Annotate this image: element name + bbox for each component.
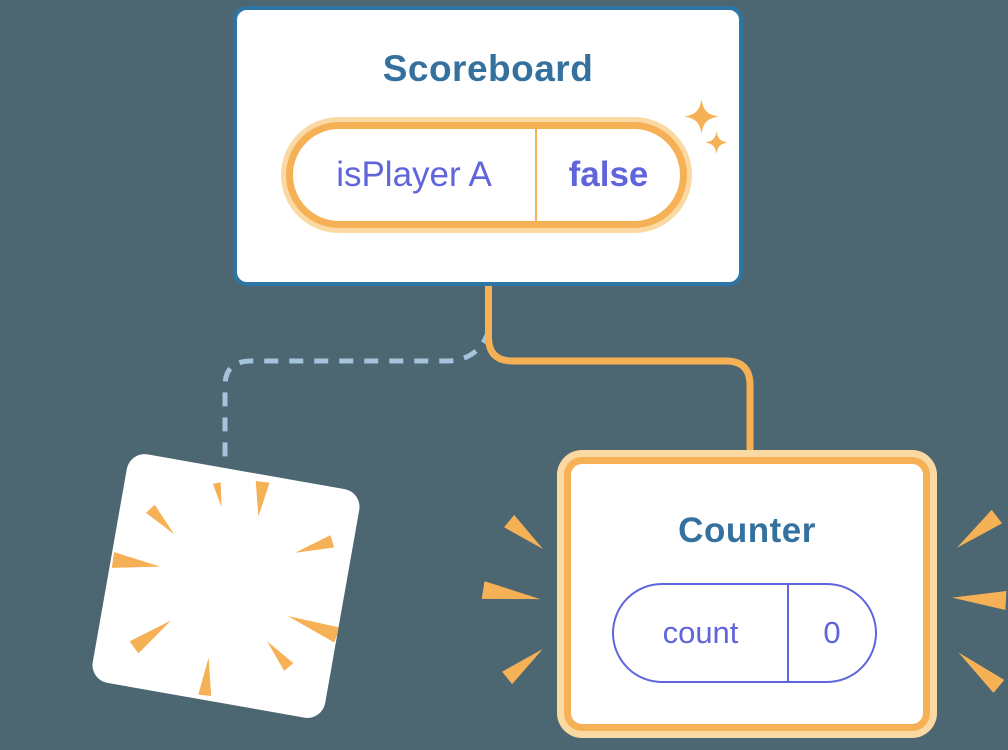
solid-connector-to-counter [485, 284, 754, 455]
scoreboard-state-pill: isPlayer A false [286, 122, 687, 228]
scoreboard-state-value: false [535, 129, 680, 221]
burst-ray-icon [285, 609, 340, 643]
sparkle-icon [684, 99, 719, 134]
burst-ray-icon [251, 481, 269, 517]
burst-ray-icon [112, 552, 162, 575]
counter-state-key: count [662, 615, 739, 650]
burst-ray-icon [293, 535, 334, 559]
burst-ray-icon [262, 637, 293, 671]
scoreboard-card-title: Scoreboard [382, 48, 594, 89]
destroyed-card [89, 451, 363, 721]
burst-ray-icon [130, 614, 176, 653]
counter-state-value: 0 [787, 585, 875, 681]
sparkle-icon [705, 131, 728, 154]
counter-card: Counter count 0 [564, 457, 930, 731]
burst-ray-icon [146, 505, 179, 539]
scoreboard-state-key: isPlayer A [336, 155, 492, 194]
scoreboard-card: Scoreboard isPlayer A false [233, 6, 743, 286]
counter-card-title: Counter [678, 511, 816, 550]
counter-state-pill: count 0 [612, 583, 877, 683]
burst-ray-icon [213, 482, 226, 508]
dashed-connector-to-destroyed-card [222, 329, 492, 466]
burst-ray-icon [198, 657, 215, 696]
